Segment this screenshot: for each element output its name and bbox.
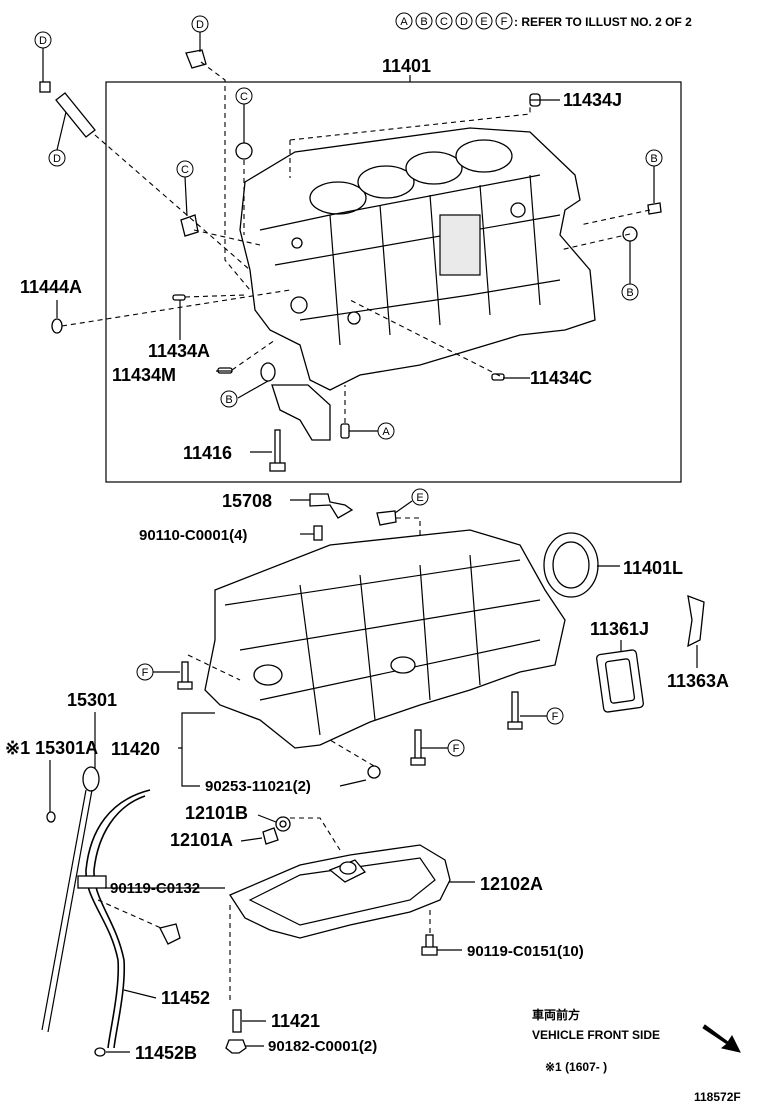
part-label-11401L: 11401L	[623, 558, 683, 578]
cylinder-block-frame	[105, 81, 682, 483]
part-label-11361J: 11361J	[590, 619, 649, 639]
callout-c: C	[240, 91, 248, 103]
callout-f: F	[552, 711, 559, 723]
reference-legend: A B C D E F : REFER TO ILLUST NO. 2 OF 2	[395, 12, 692, 30]
applicability-note: ※1 (1607- )	[545, 1060, 607, 1074]
part-label-11416: 11416	[183, 443, 232, 463]
svg-text:A: A	[400, 16, 408, 28]
dipstick-guide-illustration	[77, 789, 151, 1049]
part-label-90110: 90110-C0001(4)	[139, 527, 247, 544]
part-label-11444A: 11444A	[20, 277, 82, 297]
svg-text:D: D	[460, 16, 468, 28]
svg-text:B: B	[420, 16, 427, 28]
svg-text:F: F	[501, 16, 508, 28]
callout-b: B	[626, 287, 633, 299]
part-label-12102A: 12102A	[480, 874, 543, 894]
callout-b: B	[650, 153, 657, 165]
callout-d: D	[196, 19, 204, 31]
illustration-number: 118572F	[694, 1090, 741, 1104]
part-label-90182: 90182-C0001(2)	[268, 1038, 377, 1055]
part-label-90119a: 90119-C0132	[110, 880, 200, 897]
part-label-11452: 11452	[161, 988, 210, 1008]
lower-crankcase-illustration	[204, 529, 566, 749]
sensor-bracket	[309, 493, 354, 519]
part-label-90253: 90253-11021(2)	[205, 778, 311, 795]
front-arrow-icon	[702, 1024, 741, 1053]
part-label-11420: 11420	[111, 739, 160, 759]
callouts-top: D D D C C B B B A	[34, 15, 663, 440]
plate-11363A	[687, 594, 705, 648]
callout-f: F	[453, 743, 460, 755]
callout-e: E	[416, 492, 423, 504]
callout-a: A	[382, 426, 390, 438]
dipstick-illustration	[41, 766, 100, 1033]
part-label-12101B: 12101B	[185, 803, 248, 823]
oil-level-gauge-guide-top	[39, 49, 207, 138]
cylinder-block-illustration	[239, 127, 596, 391]
part-label-11452B: 11452B	[135, 1043, 197, 1063]
part-label-15708: 15708	[222, 491, 272, 511]
svg-text:C: C	[440, 16, 448, 28]
part-label-11434C: 11434C	[530, 368, 592, 388]
callout-d: D	[53, 153, 61, 165]
part-label-11421: 11421	[271, 1011, 320, 1031]
oil-pan-illustration	[229, 844, 451, 939]
part-label-11401: 11401	[382, 56, 431, 76]
part-label-90119b: 90119-C0151(10)	[467, 943, 584, 960]
part-label-11434A: 11434A	[148, 341, 210, 361]
callout-b: B	[225, 394, 232, 406]
part-label-12101A: 12101A	[170, 830, 233, 850]
part-label-11434M: 11434M	[112, 365, 176, 385]
block-small-parts	[51, 93, 662, 472]
part-label-11434J: 11434J	[563, 90, 622, 110]
leader-lines-solid-top	[56, 99, 560, 432]
front-side-jp: 車両前方	[532, 1007, 580, 1022]
svg-text:E: E	[480, 16, 487, 28]
part-label-15301A: ※1 15301A	[5, 738, 98, 758]
part-label-11363A: 11363A	[667, 671, 729, 691]
reference-note: : REFER TO ILLUST NO. 2 OF 2	[514, 15, 692, 29]
callout-d: D	[39, 35, 47, 47]
leader-lines-top	[61, 61, 651, 423]
front-side-en: VEHICLE FRONT SIDE	[532, 1028, 660, 1042]
callout-c: C	[181, 164, 189, 176]
part-label-15301: 15301	[67, 690, 117, 710]
callout-f: F	[142, 667, 149, 679]
